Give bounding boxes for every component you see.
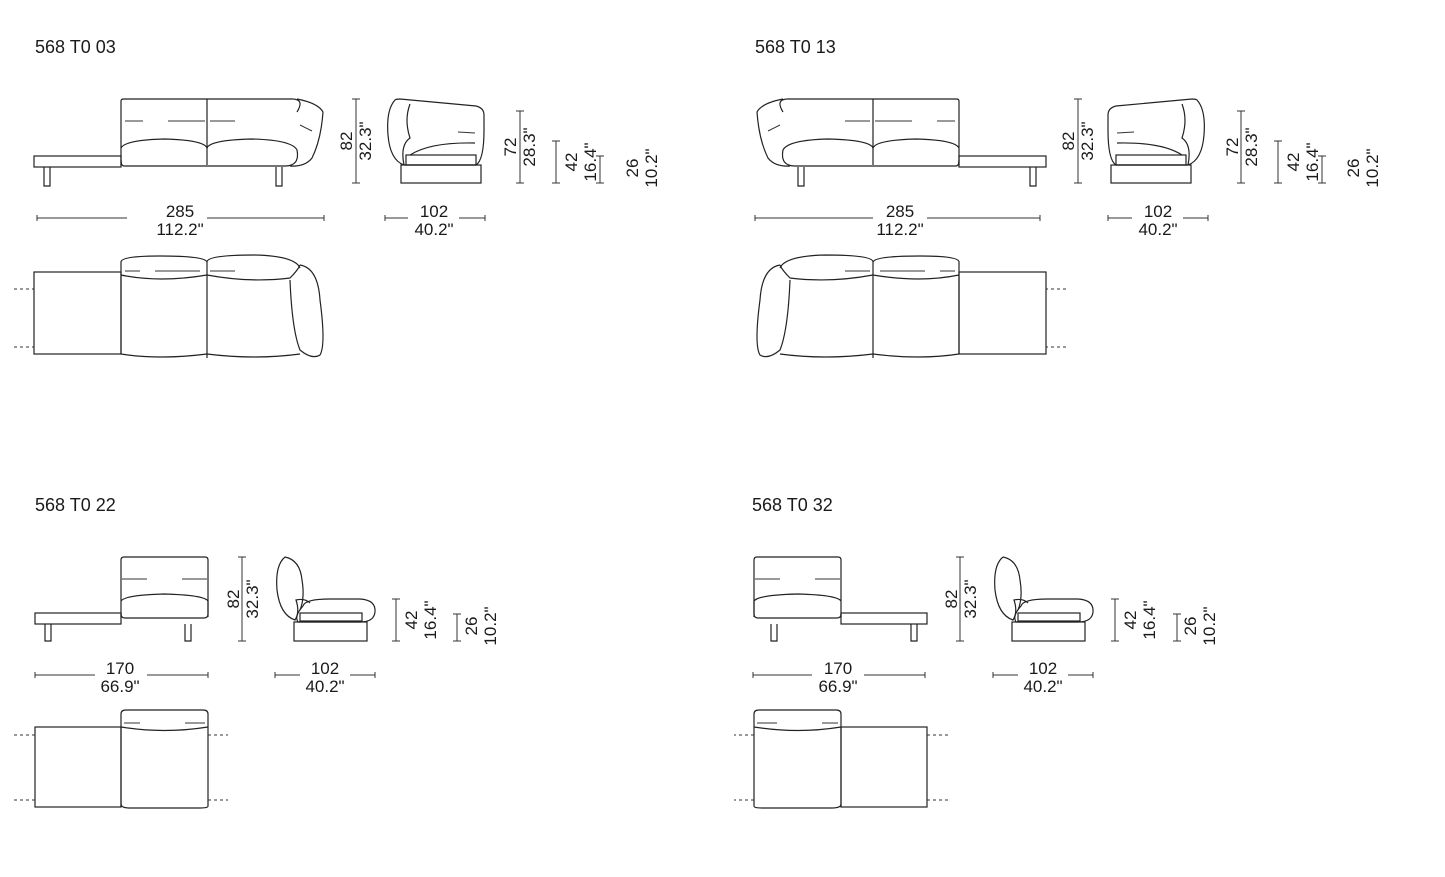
height-in: 32.3" [243, 579, 262, 618]
back-height-dimension-line [516, 110, 524, 184]
model-code: 568 T0 03 [35, 37, 116, 57]
depth-in: 40.2" [414, 220, 453, 239]
panel-568-t0-22: 568 T0 22 82 32.3" 42 16.4" 26 10.2" 170… [13, 495, 500, 809]
seat-height-in: 16.4" [581, 142, 600, 181]
height-cm: 82 [224, 590, 243, 609]
height-dimension-line [1074, 98, 1082, 184]
height-dimension-line [956, 556, 964, 642]
side-view-drawing [387, 98, 485, 184]
depth-in: 40.2" [1138, 220, 1177, 239]
seat-height-cm: 42 [1284, 153, 1303, 172]
depth-in: 40.2" [1023, 677, 1062, 696]
height-in: 32.3" [1078, 121, 1097, 160]
depth-cm: 102 [311, 659, 339, 678]
base-height-in: 10.2" [1363, 148, 1382, 187]
model-code: 568 T0 22 [35, 495, 116, 515]
width-in: 66.9" [818, 677, 857, 696]
width-dimension-line [36, 215, 325, 221]
base-height-in: 10.2" [481, 606, 500, 645]
width-in: 112.2" [156, 220, 203, 239]
panel-568-t0-13: 568 T0 13 82 32.3" 72 28.3" 42 16.4" 26 … [754, 37, 1382, 359]
seat-height-in: 16.4" [1140, 600, 1159, 639]
height-cm: 82 [337, 132, 356, 151]
height-in: 32.3" [356, 121, 375, 160]
model-code: 568 T0 32 [752, 495, 833, 515]
side-view-drawing [994, 556, 1094, 642]
depth-cm: 102 [1144, 202, 1172, 221]
height-dimension-line [238, 556, 246, 642]
base-height-cm: 26 [1344, 159, 1363, 178]
seat-height-cm: 42 [402, 611, 421, 630]
width-cm: 170 [824, 659, 852, 678]
panel-568-t0-32: 568 T0 32 82 32.3" 42 16.4" 26 10.2" 170… [733, 495, 1219, 809]
height-in: 32.3" [961, 579, 980, 618]
depth-in: 40.2" [305, 677, 344, 696]
seat-height-dimension-line [1274, 140, 1282, 184]
base-height-in: 10.2" [1200, 606, 1219, 645]
width-cm: 285 [886, 202, 914, 221]
back-height-cm: 72 [501, 138, 520, 157]
width-in: 112.2" [876, 220, 923, 239]
back-height-in: 28.3" [1242, 127, 1261, 166]
seat-height-dimension-line [392, 598, 400, 642]
back-height-in: 28.3" [520, 127, 539, 166]
width-dimension-line [752, 672, 926, 678]
height-cm: 82 [1059, 132, 1078, 151]
base-height-cm: 26 [462, 617, 481, 636]
width-cm: 285 [166, 202, 194, 221]
width-cm: 170 [106, 659, 134, 678]
base-height-dimension-line [453, 613, 461, 642]
base-height-dimension-line [1318, 155, 1326, 184]
base-height-cm: 26 [1181, 617, 1200, 636]
depth-dimension-line [384, 215, 486, 221]
seat-height-cm: 42 [562, 153, 581, 172]
base-height-in: 10.2" [642, 148, 661, 187]
depth-cm: 102 [420, 202, 448, 221]
width-dimension-line [754, 215, 1041, 221]
model-code: 568 T0 13 [755, 37, 836, 57]
panel-568-t0-03: 568 T0 03 82 32.3" 72 28.3" 42 16.4" 26 … [13, 37, 661, 359]
seat-height-dimension-line [1111, 598, 1119, 642]
depth-dimension-line [274, 672, 376, 678]
height-cm: 82 [942, 590, 961, 609]
depth-dimension-line [992, 672, 1094, 678]
depth-cm: 102 [1029, 659, 1057, 678]
side-view-drawing [276, 556, 376, 642]
back-height-dimension-line [1237, 110, 1245, 184]
back-height-cm: 72 [1223, 138, 1242, 157]
seat-height-dimension-line [552, 140, 560, 184]
height-dimension-line [352, 98, 360, 184]
seat-height-in: 16.4" [421, 600, 440, 639]
base-height-dimension-line [1173, 613, 1181, 642]
base-height-dimension-line [596, 155, 604, 184]
side-view-drawing [1107, 98, 1205, 184]
seat-height-cm: 42 [1121, 611, 1140, 630]
depth-dimension-line [1107, 215, 1209, 221]
seat-height-in: 16.4" [1303, 142, 1322, 181]
width-dimension-line [34, 672, 209, 678]
width-in: 66.9" [100, 677, 139, 696]
base-height-cm: 26 [623, 159, 642, 178]
